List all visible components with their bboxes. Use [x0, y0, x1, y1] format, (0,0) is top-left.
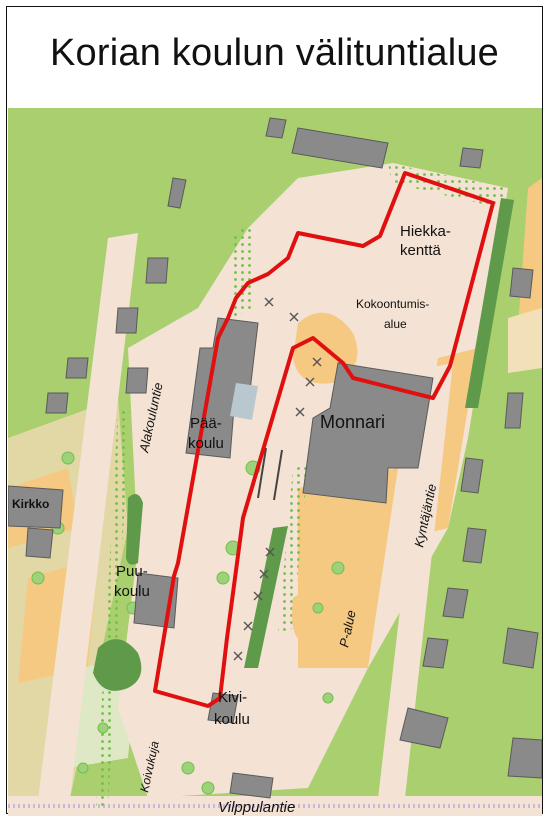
building [422, 637, 449, 669]
building [145, 257, 169, 284]
building [265, 117, 287, 139]
map: Hiekka- kenttä Kokoontumis- alue Pää- ko… [8, 108, 542, 816]
tree-row [126, 494, 143, 565]
label-puukoulu-2: koulu [114, 583, 150, 600]
label-kivikoulu-1: Kivi- [218, 689, 247, 706]
label-puukoulu-1: Puu- [116, 563, 148, 580]
recess-area-boundary [153, 171, 495, 708]
tree-clump [93, 639, 142, 691]
building [507, 737, 542, 779]
building [45, 392, 69, 414]
label-kirkko: Kirkko [12, 497, 49, 511]
building [460, 457, 484, 494]
bench-lines [257, 447, 283, 501]
label-kokoontumis-1: Kokoontumis- [356, 297, 429, 311]
building [125, 367, 149, 394]
crosshatch-area [508, 308, 542, 373]
page-title: Korian koulun välituntialue [49, 32, 500, 74]
hedge [96, 406, 130, 808]
label-paakoulu-1: Pää- [190, 415, 222, 432]
hedge [278, 463, 308, 633]
label-hiekkakentta-2: kenttä [400, 242, 442, 259]
building [459, 147, 484, 169]
label-kivikoulu-2: koulu [214, 711, 250, 728]
tree-row [244, 526, 288, 668]
kirkko-building [8, 485, 64, 529]
cross-marks [233, 297, 322, 661]
hedge [233, 223, 253, 318]
label-kokoontumis-2: alue [384, 317, 407, 331]
building [502, 627, 539, 669]
building [167, 177, 187, 209]
building [442, 587, 469, 619]
tree-row [465, 198, 514, 408]
label-monnari: Monnari [320, 412, 385, 432]
building [291, 127, 389, 169]
alakouluntie-road [36, 233, 138, 816]
label-paakoulu-2: koulu [188, 435, 224, 452]
label-vilppulantie: Vilppulantie [218, 799, 295, 816]
courtyard [230, 383, 258, 420]
label-hiekkakentta-1: Hiekka- [400, 223, 451, 240]
kyntajantie-road [376, 363, 453, 816]
building [509, 267, 534, 299]
building [115, 307, 139, 334]
building [65, 357, 89, 379]
building [399, 707, 449, 749]
building [229, 772, 274, 799]
monnari-building [302, 362, 434, 504]
building [504, 392, 524, 429]
building [25, 527, 54, 559]
building [462, 527, 487, 564]
map-canvas: Hiekka- kenttä Kokoontumis- alue Pää- ko… [8, 108, 542, 816]
